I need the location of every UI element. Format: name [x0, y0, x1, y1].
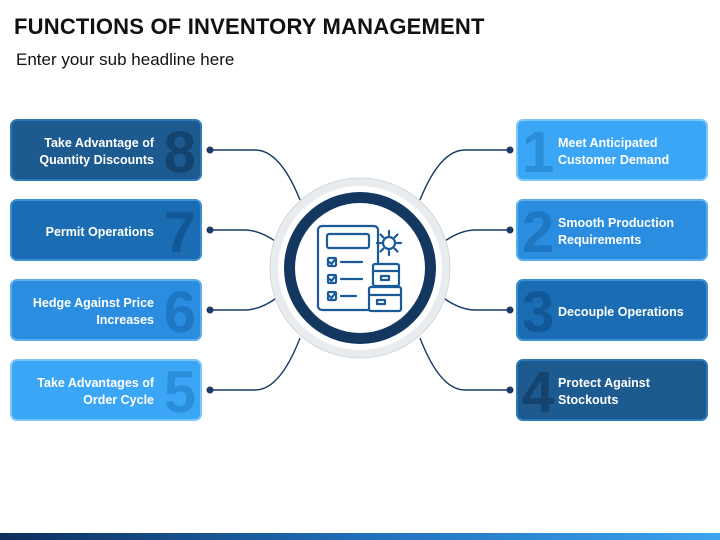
- right-card-4-number: 4: [522, 360, 555, 421]
- inventory-checklist-icon: [316, 224, 403, 313]
- right-card-2-number: 2: [522, 200, 555, 261]
- connector-right-1: [419, 149, 510, 201]
- left-card-4: Take Advantages of Order Cycle 5: [10, 359, 202, 421]
- left-card-4-number: 5: [163, 360, 196, 421]
- right-card-4-label: Protect Against Stockouts: [558, 376, 650, 407]
- connector-left-3: [210, 296, 279, 311]
- page-title: FUNCTIONS OF INVENTORY MANAGEMENT: [14, 14, 485, 39]
- page-subtitle: Enter your sub headline here: [16, 50, 235, 69]
- connector-left-4: [210, 337, 301, 391]
- left-card-3-label: Hedge Against Price Increases: [32, 296, 154, 327]
- central-hub: [269, 177, 451, 359]
- left-card-3-number: 6: [163, 280, 196, 341]
- left-card-1: Take Advantage of Quantity Discounts 8: [10, 119, 202, 181]
- right-card-1-number: 1: [522, 120, 555, 181]
- bottom-accent-bar: [0, 533, 720, 540]
- left-card-3: Hedge Against Price Increases 6: [10, 279, 202, 341]
- left-card-2: Permit Operations 7: [10, 199, 202, 261]
- left-card-2-label: Permit Operations: [45, 224, 154, 239]
- connector-left-2: [210, 229, 279, 244]
- left-card-1-label: Take Advantage of Quantity Discounts: [39, 136, 154, 167]
- right-card-4: 4 Protect Against Stockouts: [516, 359, 708, 421]
- right-card-2: 2 Smooth Production Requirements: [516, 199, 708, 261]
- right-card-1: 1 Meet Anticipated Customer Demand: [516, 119, 708, 181]
- right-card-2-label: Smooth Production Requirements: [558, 216, 674, 247]
- connector-right-4: [419, 337, 510, 391]
- connector-right-3: [441, 296, 510, 311]
- connector-left-1: [210, 149, 301, 201]
- right-card-3: 3 Decouple Operations: [516, 279, 708, 341]
- right-card-1-label: Meet Anticipated Customer Demand: [558, 136, 670, 167]
- left-card-4-label: Take Advantages of Order Cycle: [37, 376, 154, 407]
- right-card-3-label: Decouple Operations: [558, 304, 684, 319]
- connector-right-2: [441, 229, 510, 244]
- left-card-1-number: 8: [163, 120, 196, 181]
- right-card-3-number: 3: [522, 280, 555, 341]
- left-card-2-number: 7: [163, 200, 196, 261]
